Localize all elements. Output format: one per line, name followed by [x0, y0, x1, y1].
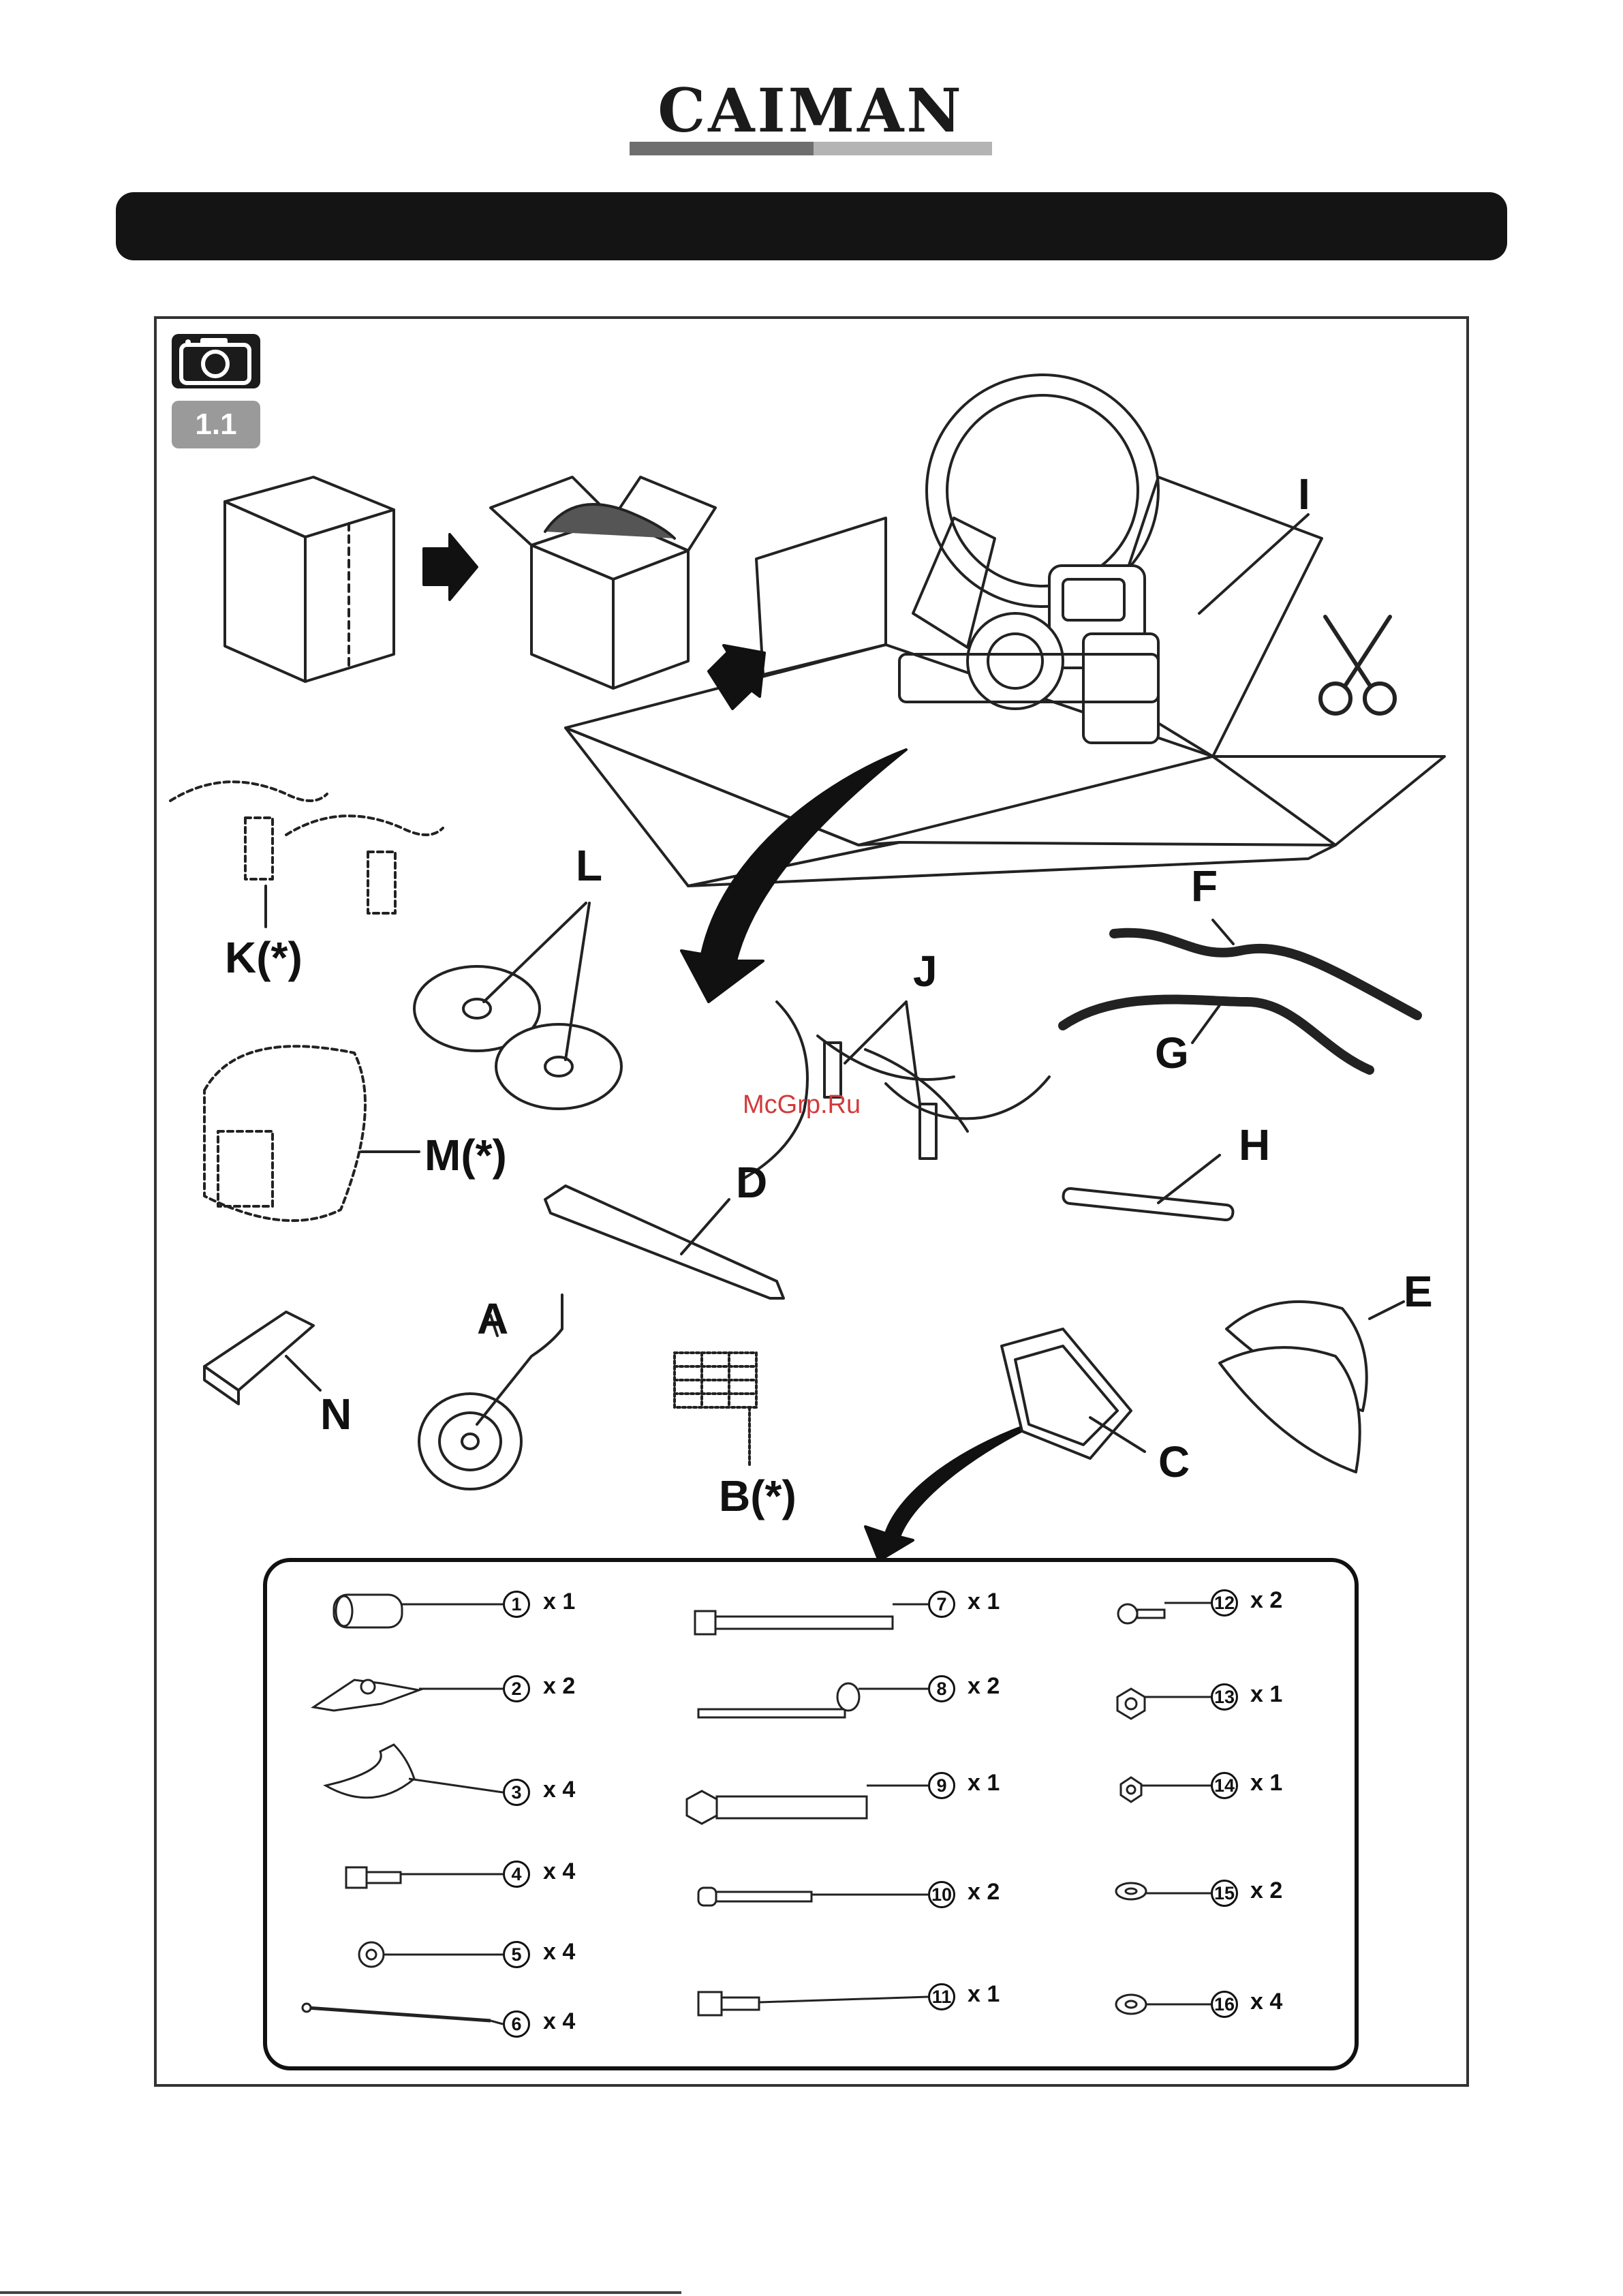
hardware-quantity: x 1 — [1250, 1681, 1282, 1708]
lock-nut-icon — [1117, 1689, 1145, 1719]
hardware-number: 8 — [928, 1675, 955, 1702]
hardware-number: 10 — [928, 1881, 955, 1908]
hardware-number: 5 — [503, 1941, 530, 1968]
hardware-number: 1 — [503, 1591, 530, 1618]
hex-bolt-icon — [687, 1791, 867, 1824]
flange-nut-icon — [359, 1942, 384, 1967]
hardware-number: 9 — [928, 1772, 955, 1799]
clip-icon — [326, 1745, 414, 1798]
hardware-quantity: x 1 — [968, 1769, 1000, 1796]
hardware-number: 3 — [503, 1779, 530, 1806]
hardware-quantity: x 2 — [1250, 1587, 1282, 1614]
hardware-quantity: x 1 — [543, 1588, 575, 1615]
hardware-quantity: x 2 — [1250, 1877, 1282, 1904]
plate-nut-icon — [313, 1680, 419, 1711]
cable-tie-icon — [303, 2004, 491, 2021]
hardware-quantity: x 1 — [1250, 1769, 1282, 1796]
hardware-number: 11 — [928, 1983, 955, 2010]
small-screw-icon — [1118, 1604, 1164, 1623]
hardware-number: 13 — [1211, 1683, 1238, 1711]
hardware-number: 14 — [1211, 1772, 1238, 1799]
hardware-quantity: x 2 — [543, 1672, 575, 1700]
hardware-number: 12 — [1211, 1589, 1238, 1617]
hardware-quantity: x 4 — [543, 1858, 575, 1885]
long-screw-icon — [698, 1683, 859, 1717]
hardware-number: 4 — [503, 1861, 530, 1888]
hardware-number: 7 — [928, 1591, 955, 1618]
hardware-quantity: x 4 — [543, 2008, 575, 2035]
socket-bolt-icon — [698, 1888, 812, 1905]
hardware-number: 15 — [1211, 1880, 1238, 1907]
hardware-quantity: x 4 — [543, 1776, 575, 1803]
hardware-quantity: x 4 — [1250, 1988, 1282, 2015]
lock-nut-small-icon — [1121, 1777, 1141, 1802]
hardware-number: 16 — [1211, 1991, 1238, 2018]
hardware-quantity: x 2 — [968, 1672, 1000, 1700]
spacer-tube-icon — [334, 1595, 402, 1627]
long-bolt-icon — [695, 1611, 893, 1634]
washer-icon — [1116, 1883, 1146, 1899]
hardware-quantity: x 2 — [968, 1878, 1000, 1905]
footer-rule — [0, 2291, 681, 2294]
hardware-number: 2 — [503, 1675, 530, 1702]
spring-washer-icon — [1116, 1995, 1146, 2014]
hardware-quantity: x 4 — [543, 1938, 575, 1965]
flange-bolt-icon — [346, 1867, 401, 1888]
hardware-quantity: x 1 — [968, 1588, 1000, 1615]
hardware-quantity: x 1 — [968, 1980, 1000, 2008]
flange-bolt-small-icon — [698, 1992, 759, 2015]
hardware-number: 6 — [503, 2010, 530, 2038]
